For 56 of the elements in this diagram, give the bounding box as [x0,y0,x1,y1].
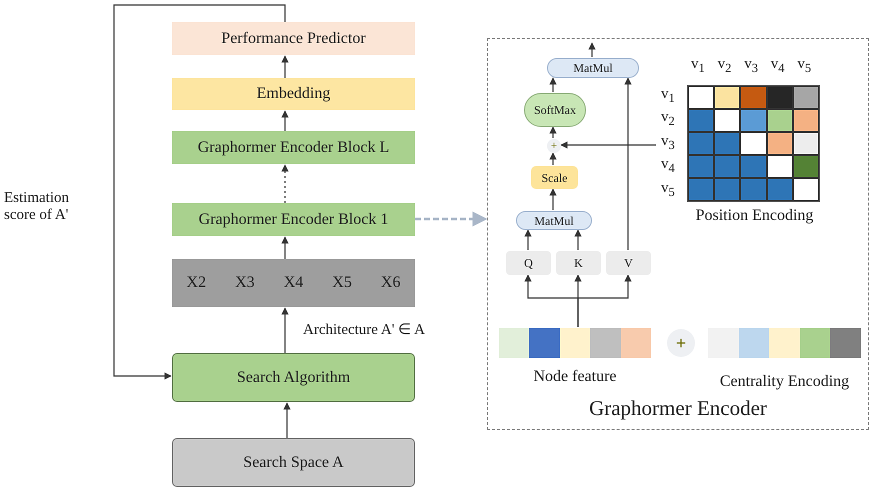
arrow [281,110,289,131]
edge-label: Estimation score of A' [4,190,70,224]
arrow [549,126,557,138]
process-box: Search Space A [172,438,415,487]
arrow [281,307,289,353]
axis-label: v$_{4}$ [661,156,675,176]
plus-circle: + [667,329,695,357]
edge-label: Architecture A' ∈ A [303,321,425,339]
process-box: Performance Predictor [172,22,415,55]
dashed-container [487,38,869,430]
axis-label: v$_{2}$ [661,109,675,130]
arrow [549,152,557,165]
arrow [560,141,656,149]
bar-caption: Node feature [532,368,618,386]
process-box: Embedding [172,78,415,110]
operation-box: SoftMax [524,93,586,127]
input-box: Q [506,251,551,275]
operation-box: MatMul [547,58,639,78]
axis-label: v$_{1}$ [691,56,705,76]
arrow [415,212,488,226]
arrow [283,402,291,438]
arrow [113,4,286,380]
operation-box: Scale [531,166,578,189]
operation-box: MatMul [516,211,592,230]
token-label: X4 [284,274,304,292]
token-label: X6 [380,274,400,292]
arrow [549,77,557,92]
token-label: X2 [186,274,206,292]
arrow [549,188,557,210]
arrow [577,274,632,327]
arrow [524,229,532,250]
process-box: Search Algorithm [172,353,415,402]
axis-label: v$_{1}$ [661,86,675,106]
arrow [588,42,596,57]
axis-label: v$_{2}$ [718,56,732,76]
matrix-caption: Position Encoding [694,207,814,225]
arrow [281,55,289,78]
input-box: V [606,251,651,275]
axis-label: v$_{3}$ [661,132,675,153]
arrow [574,229,582,250]
token-label: X3 [235,274,255,292]
bar-caption: Centrality Encoding [718,373,850,391]
axis-label: v$_{5}$ [661,180,675,200]
plus-circle: + [547,139,561,153]
arrow [281,236,289,259]
axis-label: v$_{5}$ [797,56,812,76]
process-box: Graphormer Encoder Block 1 [172,203,415,236]
arrow [281,164,289,203]
token-sequence-bar [172,259,415,307]
process-box: Graphormer Encoder Block L [172,131,415,164]
axis-label: v$_{4}$ [770,56,785,76]
arrow [624,77,632,250]
axis-label: v$_{3}$ [744,56,758,76]
group-title: Graphormer Encoder [589,396,767,421]
token-label: X5 [332,274,352,292]
input-box: K [556,251,601,275]
